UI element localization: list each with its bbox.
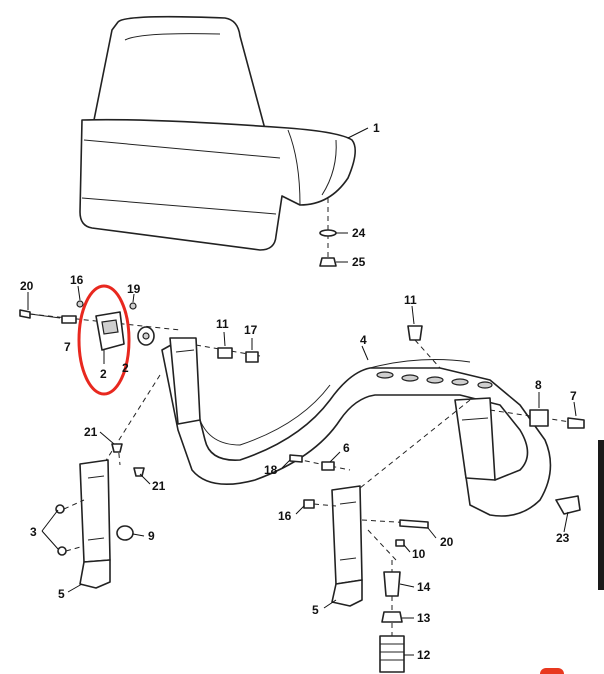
- callout-labels: 1 24 25 20 16 19 7 2 2 11 17 11 4 8 7 21…: [20, 121, 577, 662]
- callout-21-lower: 21: [152, 479, 166, 493]
- callout-18: 18: [264, 463, 278, 477]
- callout-8: 8: [535, 378, 542, 392]
- latch-part-2: [19, 284, 181, 396]
- seat-mount-hardware: [319, 198, 337, 267]
- callout-19: 19: [127, 282, 141, 296]
- callout-13: 13: [417, 611, 431, 625]
- callout-7-right: 7: [570, 389, 577, 403]
- callout-23: 23: [556, 531, 570, 545]
- seat-part-1: [79, 15, 356, 251]
- callout-25: 25: [352, 255, 366, 269]
- highlight-circle: [77, 284, 131, 396]
- callout-6: 6: [343, 441, 350, 455]
- frame-end-hardware: [489, 409, 585, 515]
- callout-11-right: 11: [404, 293, 417, 307]
- leader-lines: [27, 127, 577, 656]
- window-edge-bar: [598, 440, 604, 590]
- callout-17: 17: [244, 323, 258, 337]
- left-mount-bracket-part-5: [55, 374, 161, 589]
- callout-12: 12: [417, 648, 431, 662]
- callout-11: 11: [216, 317, 229, 331]
- callout-3: 3: [30, 525, 37, 539]
- callout-5-right: 5: [312, 603, 319, 617]
- callout-16-right: 16: [278, 509, 292, 523]
- callout-4: 4: [360, 333, 367, 347]
- callout-14: 14: [417, 580, 431, 594]
- frame-pivot-hardware: [195, 325, 441, 369]
- callout-24: 24: [352, 226, 366, 240]
- right-mount-bracket-part-5: [289, 399, 471, 673]
- callout-20: 20: [20, 279, 34, 293]
- callout-2: 2: [100, 367, 107, 381]
- callout-9: 9: [148, 529, 155, 543]
- callout-21: 21: [84, 425, 98, 439]
- callout-10: 10: [412, 547, 426, 561]
- callout-2-secondary: 2: [122, 361, 129, 375]
- callout-7: 7: [64, 340, 71, 354]
- callout-1: 1: [373, 121, 380, 135]
- callout-16: 16: [70, 273, 84, 287]
- callout-5: 5: [58, 587, 65, 601]
- corner-accent-mark: [540, 668, 564, 674]
- callout-20-right: 20: [440, 535, 454, 549]
